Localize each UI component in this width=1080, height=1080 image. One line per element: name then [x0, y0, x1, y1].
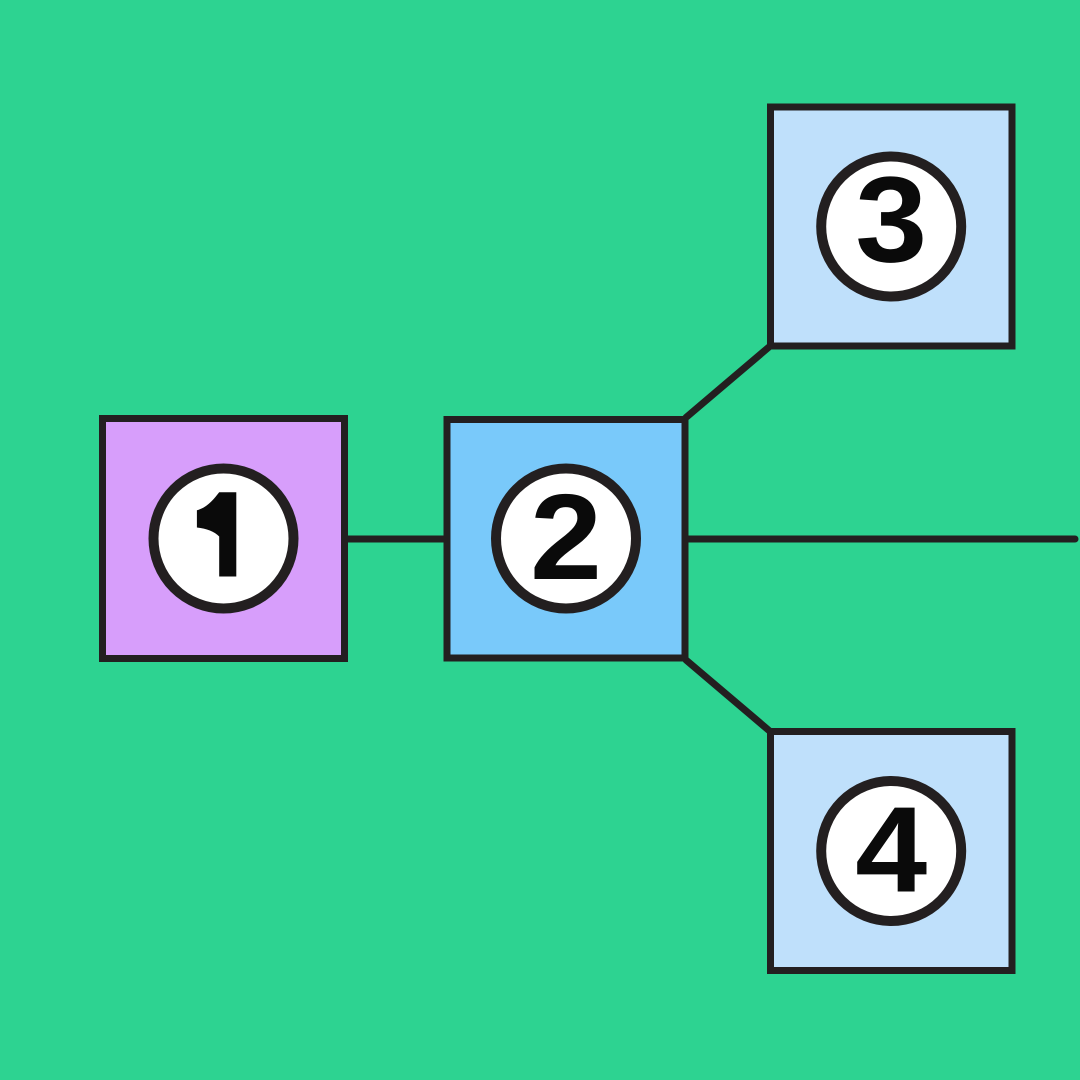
svg-text:4: 4 — [855, 781, 927, 918]
svg-text:2: 2 — [530, 468, 602, 605]
svg-text:3: 3 — [855, 151, 927, 288]
